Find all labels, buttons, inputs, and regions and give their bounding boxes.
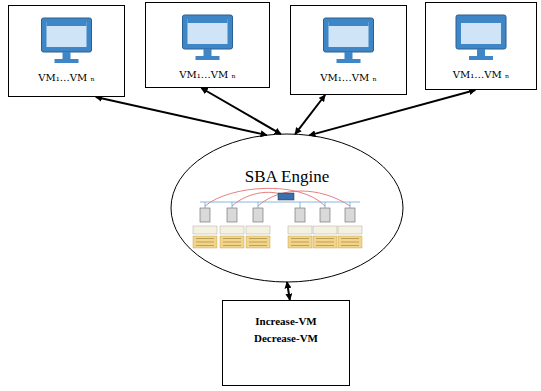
vm-range-label: VM₁…VM ₙ: [146, 69, 269, 80]
bidirectional-arrow: [96, 97, 267, 135]
server-icon: [227, 208, 237, 222]
bidirectional-arrow: [309, 90, 475, 135]
bidirectional-arrow: [201, 88, 281, 134]
monitor-icon: [426, 7, 536, 67]
vm-monitor-box: VM₁…VM ₙ: [425, 2, 537, 90]
monitor-icon: [291, 10, 406, 70]
monitor-icon: [9, 10, 124, 70]
vm-range-label: VM₁…VM ₙ: [291, 72, 406, 83]
vm-monitor-box: VM₁…VM ₙ: [290, 5, 407, 95]
bidirectional-arrow: [295, 95, 325, 134]
ellipse-outline: [170, 133, 404, 283]
scaling-action: Increase-VM: [223, 315, 349, 327]
server-icon: [320, 208, 330, 222]
vm-monitor-box: VM₁…VM ₙ: [145, 2, 270, 88]
server-icon: [253, 208, 263, 222]
vm-range-label: VM₁…VM ₙ: [9, 72, 124, 83]
server-network: [193, 188, 362, 248]
vm-monitor-box: VM₁…VM ₙ: [8, 5, 125, 97]
scaling-action: Decrease-VM: [223, 332, 349, 344]
server-icon: [200, 208, 210, 222]
server-icon: [345, 208, 355, 222]
vm-range-label: VM₁…VM ₙ: [426, 69, 536, 80]
server-icon: [295, 208, 305, 222]
engine-title: SBA Engine: [170, 167, 404, 187]
engine-ellipse: SBA Engine: [170, 133, 404, 283]
monitor-icon: [146, 7, 269, 67]
scaling-box: Increase-VM Decrease-VM: [222, 300, 350, 386]
bidirectional-arrow: [287, 282, 290, 300]
